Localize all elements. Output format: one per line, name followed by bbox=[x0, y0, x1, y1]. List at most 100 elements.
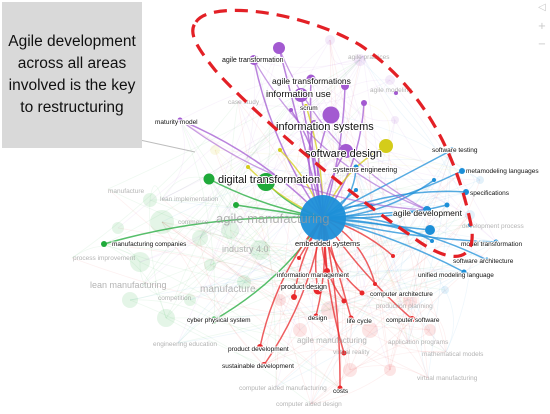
label-production-planning: production planning bbox=[376, 303, 433, 310]
node-software-architecture[interactable] bbox=[484, 257, 490, 263]
background-link bbox=[374, 149, 453, 285]
node-product-development[interactable] bbox=[257, 344, 263, 350]
triangle-left-icon[interactable]: ◁ bbox=[538, 2, 546, 13]
background-link bbox=[389, 149, 453, 371]
label-digital-transformation: digital transformation bbox=[218, 174, 320, 186]
background-link bbox=[231, 145, 387, 252]
node-embedded-systems[interactable] bbox=[300, 195, 346, 241]
node-scrum[interactable] bbox=[304, 104, 308, 108]
node-model-transformation[interactable] bbox=[493, 239, 499, 245]
label-information-use: information use bbox=[266, 89, 331, 100]
term-node[interactable] bbox=[289, 108, 293, 112]
term-node[interactable] bbox=[341, 298, 347, 304]
node-agile-modeling[interactable] bbox=[394, 91, 398, 95]
term-node[interactable] bbox=[273, 42, 285, 54]
term-node[interactable] bbox=[432, 178, 436, 182]
node-digital-transformation[interactable] bbox=[203, 173, 215, 185]
node-unified-modeling-language[interactable] bbox=[461, 269, 467, 275]
term-node[interactable] bbox=[430, 239, 434, 243]
label-agile-manufacturing-dim: agile manufacturing bbox=[297, 336, 367, 345]
background-link bbox=[247, 166, 435, 181]
background-link bbox=[117, 227, 319, 291]
node-software-testing[interactable] bbox=[449, 147, 455, 153]
term-node[interactable] bbox=[425, 225, 435, 235]
term-node[interactable] bbox=[444, 202, 450, 208]
background-link bbox=[129, 299, 215, 321]
node-computer-architecture[interactable] bbox=[359, 290, 365, 296]
background-link bbox=[129, 270, 465, 301]
node-sustainable-development[interactable] bbox=[261, 362, 267, 368]
term-node[interactable] bbox=[354, 188, 358, 192]
background-link bbox=[317, 289, 429, 379]
background-link bbox=[326, 270, 409, 343]
label-software-design: software design bbox=[305, 148, 382, 160]
background-link bbox=[275, 105, 307, 388]
background-link bbox=[362, 55, 497, 243]
background-link bbox=[324, 270, 345, 302]
term-node[interactable] bbox=[311, 120, 317, 126]
background-link bbox=[253, 55, 364, 69]
background-link bbox=[392, 191, 467, 257]
term-node[interactable] bbox=[278, 148, 282, 152]
background-link bbox=[174, 181, 267, 298]
background-link bbox=[299, 149, 453, 331]
faint-term-node bbox=[130, 252, 150, 272]
node-design[interactable] bbox=[313, 313, 319, 319]
faint-term-node bbox=[384, 364, 396, 376]
label-agile-practices: agile practices bbox=[348, 54, 390, 61]
term-node[interactable] bbox=[341, 350, 347, 356]
background-link bbox=[275, 271, 465, 388]
faint-term-node bbox=[274, 294, 286, 306]
background-link bbox=[165, 102, 365, 319]
node-costs[interactable] bbox=[337, 385, 343, 391]
node-software-design[interactable] bbox=[339, 144, 353, 158]
background-link bbox=[141, 78, 312, 287]
term-node[interactable] bbox=[257, 173, 275, 191]
label-sustainable-development: sustainable development bbox=[222, 363, 294, 370]
background-link bbox=[165, 317, 265, 366]
term-node[interactable] bbox=[361, 100, 367, 106]
background-link bbox=[293, 268, 465, 298]
term-node[interactable] bbox=[341, 82, 349, 90]
background-link bbox=[420, 289, 446, 379]
node-product-design[interactable] bbox=[313, 285, 323, 295]
node-information-use[interactable] bbox=[294, 88, 308, 102]
background-link bbox=[263, 349, 350, 366]
background-link bbox=[263, 150, 347, 366]
term-node[interactable] bbox=[233, 202, 239, 208]
background-link bbox=[231, 250, 447, 353]
node-metamodeling-languages[interactable] bbox=[459, 168, 465, 174]
term-node[interactable] bbox=[297, 256, 301, 260]
background-link bbox=[165, 299, 411, 319]
node-agile-development[interactable] bbox=[423, 206, 431, 214]
node-computer-software[interactable] bbox=[409, 316, 415, 322]
node-manufacturing-companies[interactable] bbox=[101, 241, 107, 247]
node-systems-engineering[interactable] bbox=[353, 164, 359, 170]
minus-icon[interactable]: − bbox=[537, 39, 547, 50]
node-maturity-model[interactable] bbox=[177, 117, 183, 123]
background-link bbox=[107, 188, 300, 259]
node-agile-transformation[interactable] bbox=[249, 55, 259, 65]
term-node[interactable] bbox=[373, 282, 377, 286]
node-information-management[interactable] bbox=[324, 268, 330, 274]
faint-term-node bbox=[403, 293, 417, 307]
faint-term-node bbox=[150, 210, 174, 234]
background-link bbox=[399, 179, 435, 307]
node-life-cycle[interactable] bbox=[348, 315, 354, 321]
term-node[interactable] bbox=[246, 165, 250, 169]
background-link bbox=[293, 296, 351, 371]
term-node[interactable] bbox=[291, 294, 297, 300]
term-node[interactable] bbox=[391, 254, 395, 258]
node-agile-transformations[interactable] bbox=[306, 74, 316, 84]
background-link bbox=[407, 209, 428, 343]
plus-icon[interactable]: + bbox=[537, 21, 547, 32]
background-link bbox=[263, 329, 301, 366]
node-information-systems[interactable] bbox=[322, 106, 340, 124]
label-computer-architecture: computer architecture bbox=[370, 291, 433, 298]
background-link bbox=[103, 242, 233, 252]
background-link bbox=[209, 264, 319, 291]
term-node[interactable] bbox=[379, 139, 393, 153]
node-cyber-physical-system[interactable] bbox=[210, 316, 218, 324]
background-link bbox=[330, 114, 481, 181]
faint-term-node bbox=[237, 275, 251, 289]
